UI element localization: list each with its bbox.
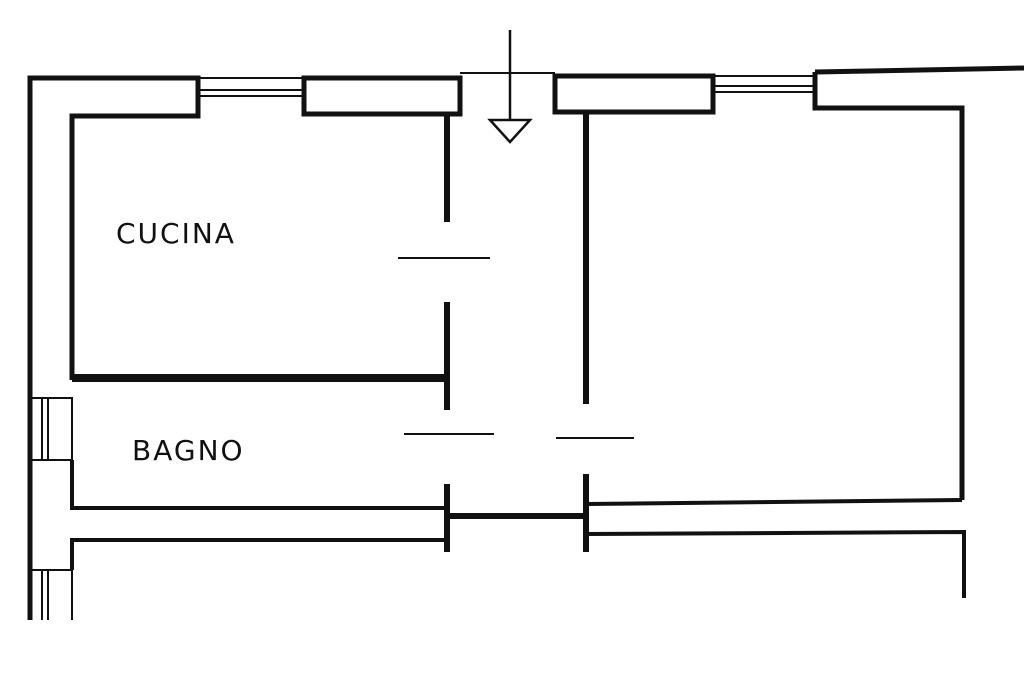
window-top-left [198, 77, 304, 97]
wall-top-right [812, 65, 1024, 500]
room-label-bathroom: BAGNO [132, 434, 245, 467]
window-top-right [713, 75, 815, 93]
wall-right-room-bottom [585, 498, 966, 598]
entrance-arrow-icon [487, 30, 533, 144]
corridor-bottom [444, 474, 589, 552]
room-label-kitchen: CUCINA [116, 217, 236, 250]
window-left-side [29, 397, 73, 620]
wall-block-top-middle-left [301, 75, 463, 117]
wall-block-top-middle-right [552, 73, 716, 115]
wall-bathroom-bottom [70, 460, 447, 570]
